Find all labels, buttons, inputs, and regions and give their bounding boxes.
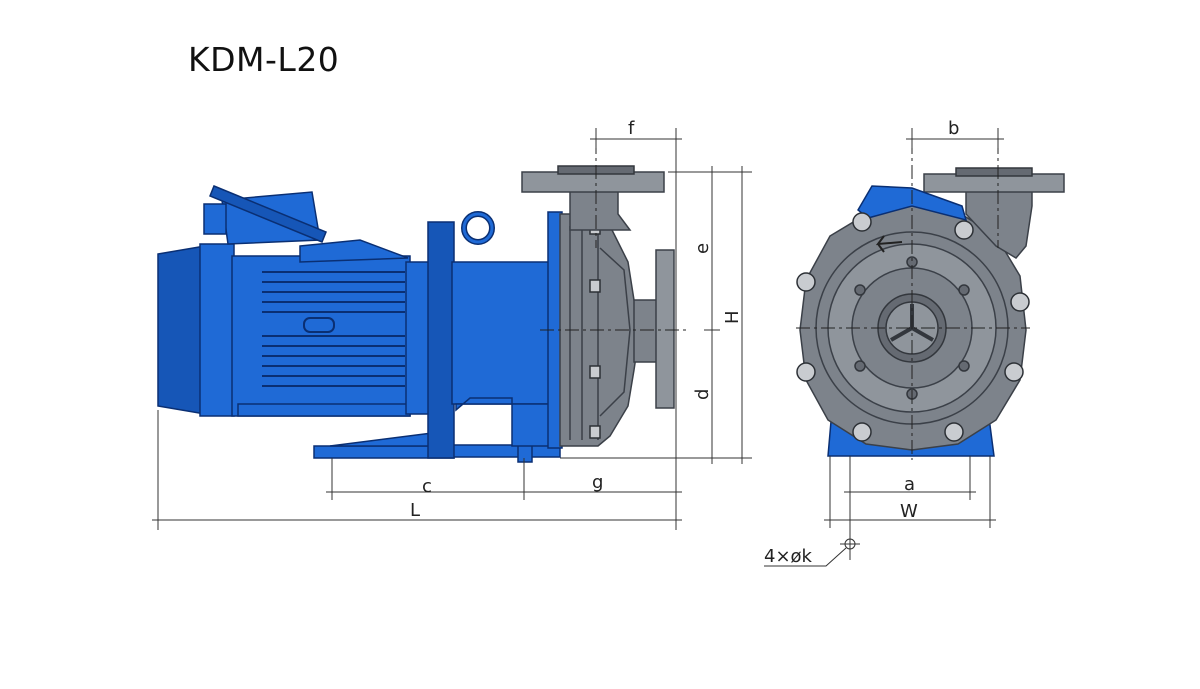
discharge-pipe	[569, 189, 632, 231]
motor-fins	[262, 271, 405, 387]
motor-end-bell	[199, 243, 235, 417]
rotation-arrow-icon	[875, 235, 903, 253]
motor-fan-cover	[157, 245, 206, 415]
lifting-eye-inner	[462, 212, 494, 244]
dim-label-W: W	[900, 501, 918, 522]
casing-bolt-mid2	[589, 365, 601, 379]
motor-bottom-rail	[237, 403, 411, 417]
flange-bolt-holes	[854, 256, 970, 400]
dim-label-L: L	[410, 500, 420, 521]
terminal-box-lid	[209, 185, 327, 243]
discharge-flange	[521, 171, 665, 193]
bracket-body	[451, 261, 553, 405]
front-discharge-flange-face	[955, 167, 1033, 177]
bracket-foot	[455, 397, 553, 447]
suction-flange	[655, 249, 675, 409]
dim-label-g: g	[592, 472, 603, 493]
drawing-title: KDM-L20	[188, 40, 340, 79]
perimeter-bolts	[796, 212, 1030, 442]
casing-bolt-mid1	[589, 279, 601, 293]
casing-ribs	[569, 226, 631, 440]
cable-gland	[203, 203, 227, 235]
motor-nameplate	[303, 317, 335, 333]
dim-label-e: e	[692, 243, 713, 254]
dim-label-H: H	[722, 310, 743, 324]
casing-bolt-bottom	[589, 425, 601, 439]
dim-label-f: f	[628, 118, 635, 139]
dim-label-c: c	[422, 476, 432, 497]
front-view	[796, 140, 1065, 460]
dim-label-b: b	[948, 118, 959, 139]
base-plate-front	[449, 444, 561, 458]
dim-label-d: d	[692, 389, 713, 400]
bracket-plate	[427, 221, 455, 459]
motor-top-housing	[299, 239, 409, 263]
side-view	[157, 140, 690, 463]
dim-label-k: 4×øk	[764, 546, 813, 567]
dim-label-a: a	[904, 474, 915, 495]
dimension-lines	[152, 128, 1004, 567]
